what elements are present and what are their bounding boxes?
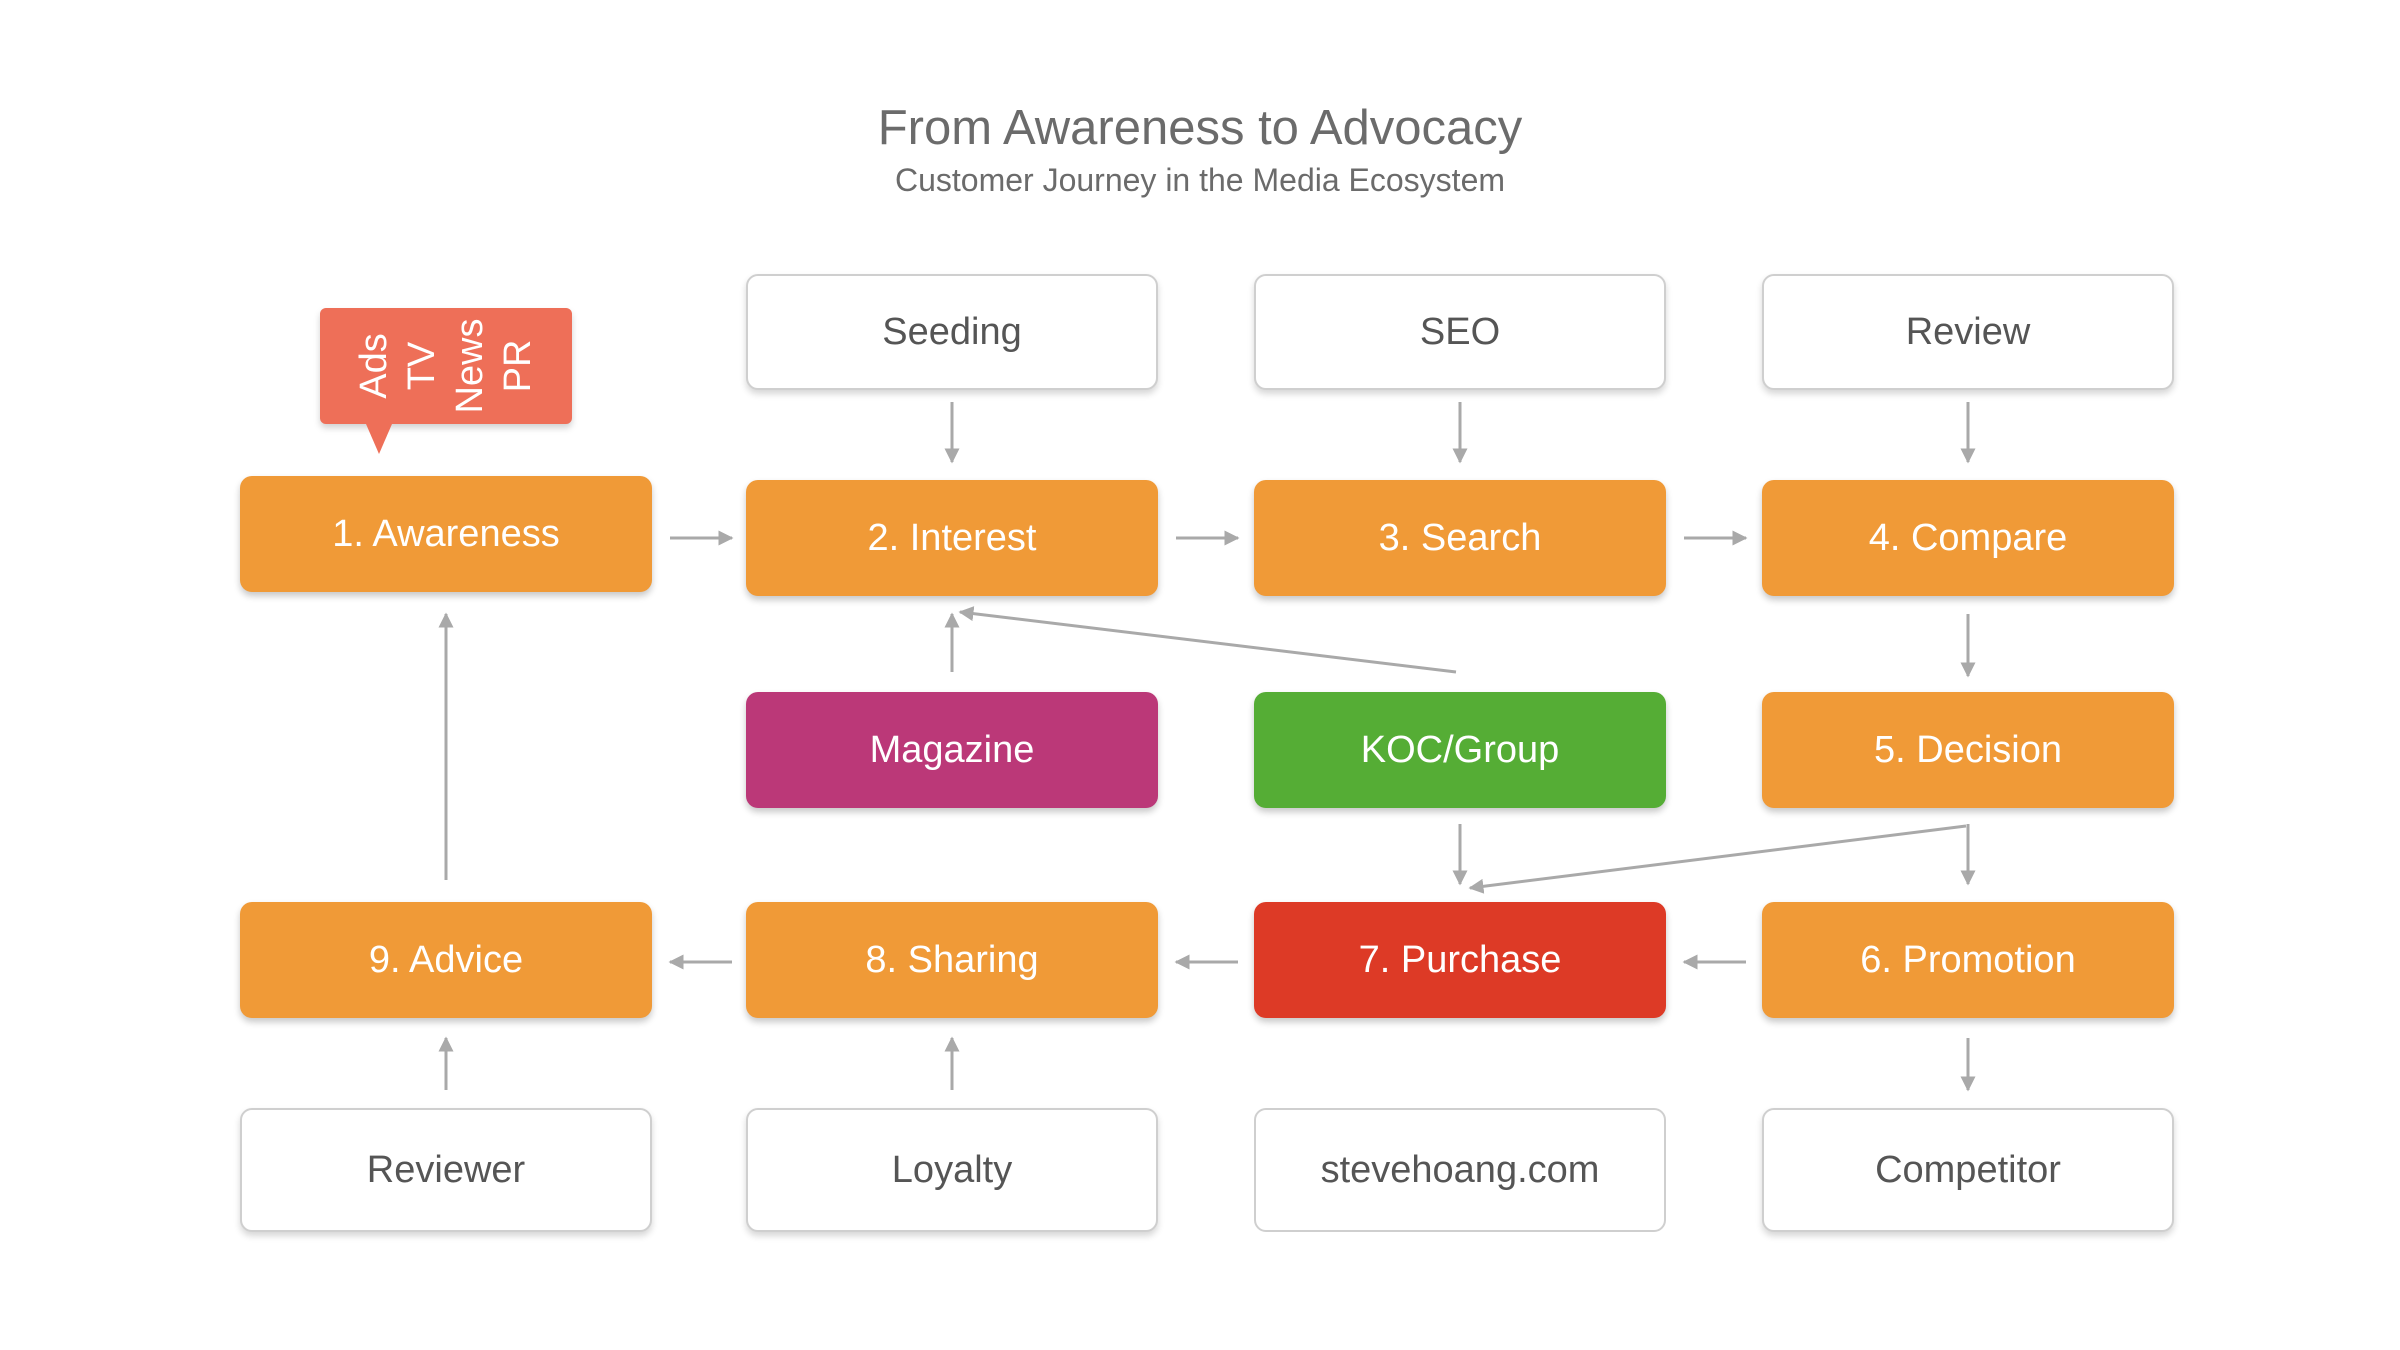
diagram-title: From Awareness to Advocacy: [877, 101, 1523, 155]
stage-purchase: 7. Purchase: [1254, 902, 1666, 1018]
touchpoint-website: stevehoang.com: [1254, 1108, 1666, 1232]
media-callout-tail: [366, 424, 392, 454]
stage-decision: 5. Decision: [1762, 692, 2174, 808]
stage-promotion: 6. Promotion: [1762, 902, 2174, 1018]
touchpoint-competitor: Competitor: [1762, 1108, 2174, 1232]
channel-magazine: Magazine: [746, 692, 1158, 808]
channel-koc-group: KOC/Group: [1254, 692, 1666, 808]
arrow-decision-to-purchase: [1468, 824, 1967, 894]
touchpoint-seo: SEO: [1254, 274, 1666, 390]
touchpoint-seeding: Seeding: [746, 274, 1158, 390]
stage-compare: 4. Compare: [1762, 480, 2174, 596]
stage-sharing: 8. Sharing: [746, 902, 1158, 1018]
stage-interest: 2. Interest: [746, 480, 1158, 596]
stage-awareness: 1. Awareness: [240, 476, 652, 592]
media-callout: [320, 308, 572, 424]
stage-search: 3. Search: [1254, 480, 1666, 596]
diagram-subtitle: Customer Journey in the Media Ecosystem: [894, 162, 1506, 198]
arrow-koc-to-interest: [958, 606, 1457, 674]
touchpoint-loyalty: Loyalty: [746, 1108, 1158, 1232]
touchpoint-review: Review: [1762, 274, 2174, 390]
stage-advice: 9. Advice: [240, 902, 652, 1018]
touchpoint-reviewer: Reviewer: [240, 1108, 652, 1232]
